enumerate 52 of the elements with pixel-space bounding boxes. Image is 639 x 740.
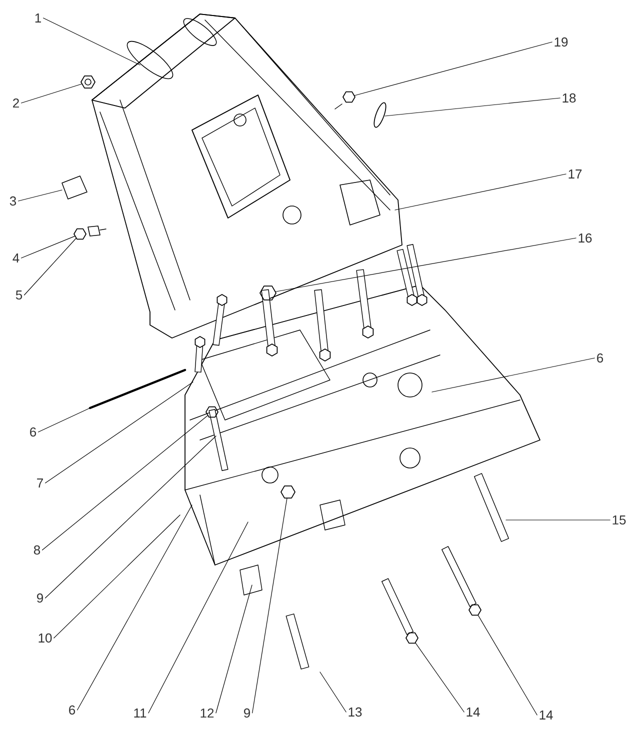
callout-number: 17 <box>568 170 582 178</box>
leader-line <box>43 18 140 66</box>
leader-line <box>432 358 595 392</box>
callout-number: 4 <box>12 254 20 262</box>
leader-line <box>384 98 560 116</box>
callout-number: 12 <box>200 708 214 718</box>
callout-number: 1 <box>35 14 41 22</box>
leader-line <box>148 522 248 714</box>
callout-number: 9 <box>244 708 250 718</box>
leader-line <box>354 42 552 96</box>
callout-number: 6 <box>30 427 36 437</box>
leader-line <box>275 238 576 292</box>
leader-line <box>478 615 538 716</box>
nut <box>260 286 276 300</box>
leader-line <box>252 498 288 714</box>
nut <box>80 76 96 89</box>
callout-number: 2 <box>13 98 19 108</box>
callout-number: 14 <box>540 710 553 720</box>
leader-line <box>45 382 194 484</box>
callout-number: 5 <box>16 290 22 300</box>
leader-line <box>320 672 346 712</box>
nut <box>406 632 418 644</box>
nut <box>342 91 356 103</box>
callout-number: 7 <box>37 478 43 488</box>
leader-line <box>24 238 76 296</box>
leader-line <box>18 190 62 202</box>
leader-line <box>42 415 208 550</box>
callout-number: 11 <box>134 708 146 718</box>
leader-line <box>54 514 180 638</box>
leader-line <box>38 408 90 432</box>
callout-number: 8 <box>34 545 40 555</box>
callout-number: 6 <box>597 353 604 363</box>
nut <box>280 486 296 499</box>
nut <box>206 406 218 418</box>
callout-number: 6 <box>69 705 76 715</box>
callout-number: 10 <box>38 633 52 643</box>
callout-number: 16 <box>578 233 592 243</box>
callout-number: 19 <box>554 37 568 47</box>
leader-line <box>21 236 76 258</box>
callout-number: 9 <box>37 593 43 603</box>
leader-line <box>77 504 192 710</box>
nut <box>468 604 482 616</box>
callout-number: 15 <box>612 515 626 525</box>
leader-line <box>216 584 252 714</box>
callout-number: 13 <box>348 707 362 717</box>
leader-line <box>394 174 566 210</box>
leader-line <box>45 436 216 598</box>
leader-line <box>21 84 82 104</box>
nut <box>74 228 86 240</box>
callout-number: 18 <box>562 93 576 103</box>
callout-number: 14 <box>466 708 480 716</box>
callout-number: 3 <box>10 196 16 206</box>
